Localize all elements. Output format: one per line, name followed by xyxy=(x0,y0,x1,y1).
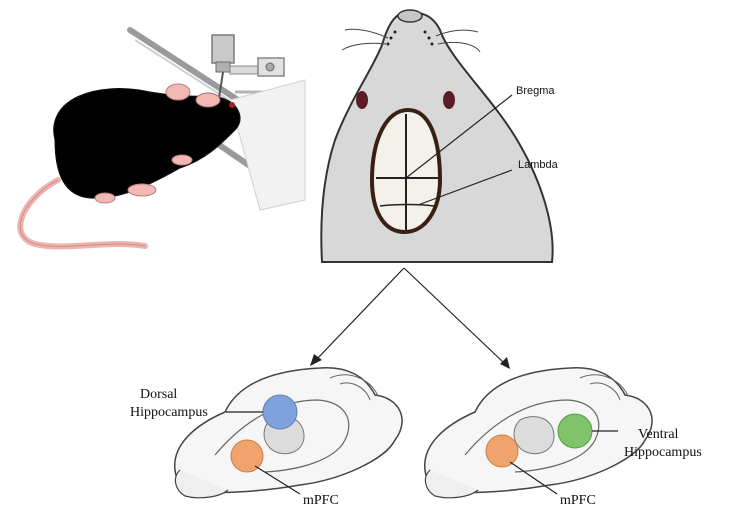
bregma-label: Bregma xyxy=(516,85,555,97)
mpfc-label-left: mPFC xyxy=(303,493,339,508)
mouse-brain-sagittal-icon xyxy=(175,368,402,498)
dorsal-hippocampus-label-line1: Dorsal xyxy=(140,387,177,402)
dorsal-hippocampus-label-line2: Hippocampus xyxy=(130,405,208,420)
ventral-hippocampus-region xyxy=(558,414,592,448)
branch-arrows xyxy=(310,268,510,369)
mpfc-region-right xyxy=(486,435,518,467)
ventral-hippocampus-label-line1: Ventral xyxy=(638,427,679,442)
lambda-label: Lambda xyxy=(518,159,559,171)
mouse-brain-sagittal-icon xyxy=(425,368,652,498)
mouse-in-stereotaxic-frame-icon xyxy=(20,30,305,246)
mouse-skull-top-view-icon xyxy=(321,10,552,262)
arrowhead-right-icon xyxy=(500,357,510,369)
mpfc-region-left xyxy=(231,440,263,472)
dorsal-hippocampus-region xyxy=(263,395,297,429)
ventral-hippocampus-label-line2: Hippocampus xyxy=(624,445,702,460)
mpfc-label-right: mPFC xyxy=(560,493,596,508)
